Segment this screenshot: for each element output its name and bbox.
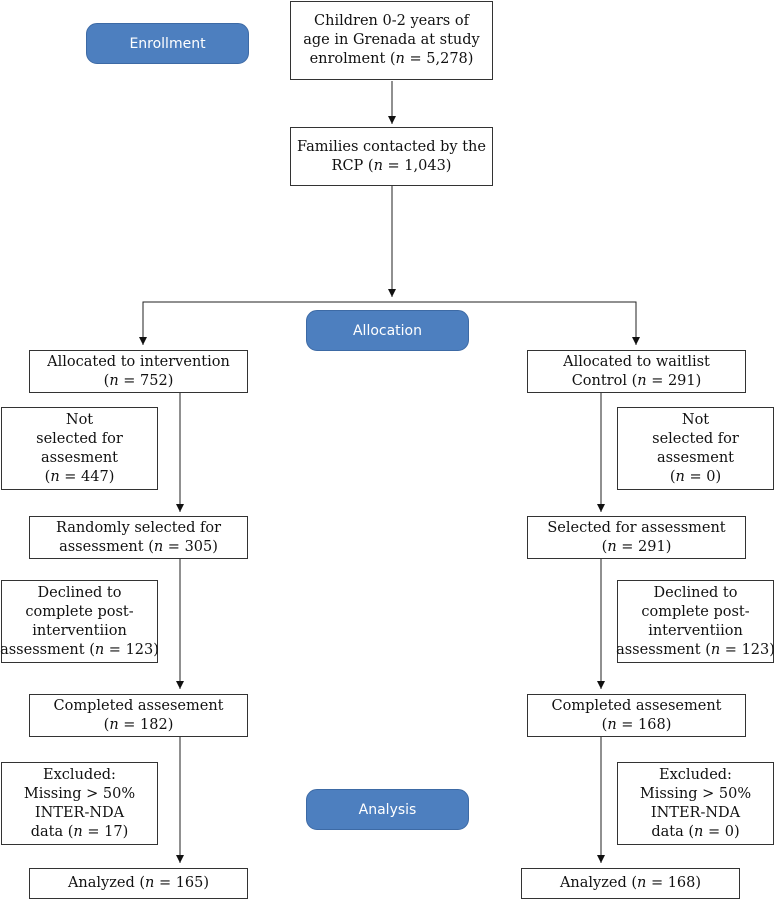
analyzed-left-box: Analyzed (n = 165) bbox=[29, 868, 248, 899]
not-selected-left-line-2: selected for bbox=[36, 430, 123, 447]
not-selected-left-line-1: Not bbox=[65, 411, 94, 428]
analysis-label: Analysis bbox=[306, 789, 469, 830]
excluded-left-line-1: Excluded: bbox=[43, 766, 116, 783]
completed-left-line-2: (n = 182) bbox=[103, 716, 174, 733]
children-line-2: age in Grenada at study bbox=[303, 32, 480, 48]
declined-right-line-1: Declined to bbox=[653, 584, 738, 601]
not-selected-left-box: Not selected for assesment (n = 447) bbox=[1, 407, 158, 490]
excluded-right-line-3: INTER-NDA bbox=[650, 804, 741, 821]
not-selected-left-line-4: (n = 447) bbox=[44, 468, 115, 485]
families-line-1: Families contacted by the bbox=[297, 138, 486, 155]
selected-assessment-box: Selected for assessment (n = 291) bbox=[527, 516, 746, 559]
families-contacted-box: Families contacted by the RCP (n = 1,043… bbox=[290, 127, 493, 186]
excluded-left-line-3: INTER-NDA bbox=[34, 804, 125, 821]
completed-left-box: Completed assesement (n = 182) bbox=[29, 694, 248, 737]
declined-right-line-4: assessment (n = 123) bbox=[616, 641, 775, 658]
completed-right-line-1: Completed assesement bbox=[551, 697, 722, 714]
declined-right-line-2: complete post- bbox=[641, 603, 750, 620]
alloc-intervention-line-2: (n = 752) bbox=[103, 372, 174, 389]
children-line-1: Children 0-2 years of bbox=[314, 13, 469, 29]
excluded-right-line-1: Excluded: bbox=[659, 766, 732, 783]
excluded-right-box: Excluded: Missing > 50% INTER-NDA data (… bbox=[617, 762, 774, 845]
excluded-left-line-2: Missing > 50% bbox=[23, 785, 136, 802]
children-line-3: enrolment (n = 5,278) bbox=[309, 51, 474, 67]
excluded-right-line-2: Missing > 50% bbox=[639, 785, 752, 802]
allocated-control-box: Allocated to waitlist Control (n = 291) bbox=[527, 350, 746, 393]
allocated-intervention-box: Allocated to intervention (n = 752) bbox=[29, 350, 248, 393]
enrollment-label: Enrollment bbox=[86, 23, 249, 64]
declined-left-line-4: assessment (n = 123) bbox=[0, 641, 159, 658]
excluded-left-box: Excluded: Missing > 50% INTER-NDA data (… bbox=[1, 762, 158, 845]
declined-right-line-3: interventiion bbox=[648, 622, 743, 639]
alloc-control-line-2: Control (n = 291) bbox=[571, 372, 702, 389]
alloc-control-line-1: Allocated to waitlist bbox=[563, 353, 710, 370]
declined-left-line-3: interventiion bbox=[32, 622, 127, 639]
not-selected-right-line-3: assesment bbox=[656, 449, 735, 466]
not-selected-right-line-1: Not bbox=[681, 411, 710, 428]
not-selected-right-line-2: selected for bbox=[652, 430, 739, 447]
completed-right-line-2: (n = 168) bbox=[601, 716, 672, 733]
not-selected-left-line-3: assesment bbox=[40, 449, 119, 466]
declined-left-box: Declined to complete post- interventiion… bbox=[0, 580, 159, 663]
excluded-left-line-4: data (n = 17) bbox=[30, 823, 129, 840]
completed-right-box: Completed assesement (n = 168) bbox=[527, 694, 746, 737]
selected-assessment-line-1: Selected for assessment bbox=[547, 519, 726, 536]
declined-right-box: Declined to complete post- interventiion… bbox=[616, 580, 775, 663]
children-enrolled-box: Children 0-2 years of age in Grenada at … bbox=[290, 1, 493, 80]
analyzed-left-line: Analyzed (n = 165) bbox=[67, 875, 210, 891]
randomly-selected-box: Randomly selected for assessment (n = 30… bbox=[29, 516, 248, 559]
declined-left-line-2: complete post- bbox=[25, 603, 134, 620]
not-selected-right-box: Not selected for assesment (n = 0) bbox=[617, 407, 774, 490]
analyzed-right-line: Analyzed (n = 168) bbox=[559, 875, 702, 891]
random-selected-line-1: Randomly selected for bbox=[55, 519, 222, 536]
alloc-intervention-line-1: Allocated to intervention bbox=[47, 353, 230, 370]
excluded-right-line-4: data (n = 0) bbox=[651, 823, 740, 840]
random-selected-line-2: assessment (n = 305) bbox=[59, 538, 218, 555]
families-line-2: RCP (n = 1,043) bbox=[331, 157, 452, 174]
not-selected-right-line-4: (n = 0) bbox=[669, 468, 722, 485]
declined-left-line-1: Declined to bbox=[37, 584, 122, 601]
selected-assessment-line-2: (n = 291) bbox=[601, 538, 672, 555]
allocation-label: Allocation bbox=[306, 310, 469, 351]
analyzed-right-box: Analyzed (n = 168) bbox=[521, 868, 740, 899]
completed-left-line-1: Completed assesement bbox=[53, 697, 224, 714]
